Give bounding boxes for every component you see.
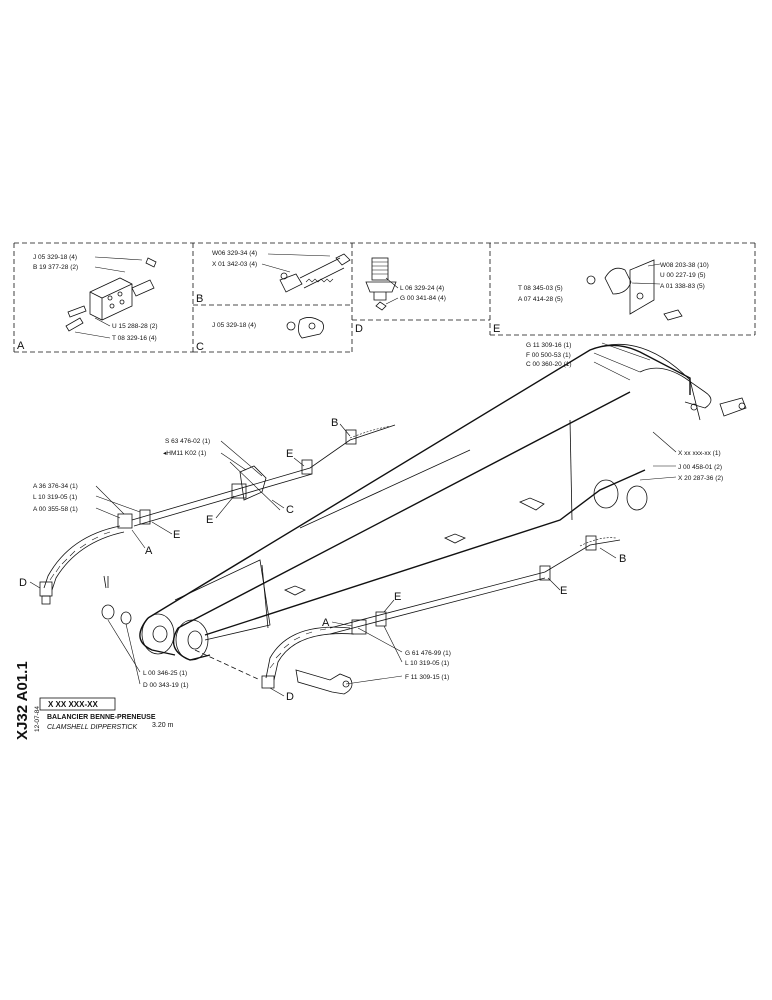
inset-e: W08 203-38 (10) U 00 227-19 (5) A 01 338… — [493, 259, 709, 335]
inset-e-label-2: U 00 227-19 (5) — [660, 272, 706, 279]
letter-e-low: E — [394, 591, 401, 603]
callout-l10-left: L 10 319-05 (1) — [33, 494, 77, 501]
inset-a-label-3: U 15 288-28 (2) — [112, 323, 158, 330]
doc-code: XJ32 A01.1 — [14, 661, 31, 740]
callout-d00: D 00 343-19 (1) — [143, 682, 189, 689]
letter-b-top: B — [331, 417, 338, 429]
inset-e-label-3: A 01 338-83 (5) — [660, 283, 705, 290]
inset-e-label-5: A 07 414-28 (5) — [518, 296, 563, 303]
inset-e-label-1: W08 203-38 (10) — [660, 262, 709, 269]
inset-a-letter: A — [17, 340, 25, 352]
letter-c-mid: C — [286, 504, 294, 516]
arm-size: 3.20 m — [152, 722, 174, 729]
callout-hm11-text: HM11 K02 (1) — [166, 450, 206, 457]
inset-b-label-1: W06 329-34 (4) — [212, 250, 257, 257]
inset-d-label-1: L 06 329-24 (4) — [400, 285, 444, 292]
callout-hm11: ◂HM11 K02 (1) — [163, 450, 206, 457]
inset-a-label-2: B 19 377-28 (2) — [33, 264, 78, 271]
inset-d-label-2: G 00 341-84 (4) — [400, 295, 446, 302]
callout-j00: J 00 458-01 (2) — [678, 464, 722, 471]
diagram-letters: B E C E E A D B E E A D — [19, 417, 626, 703]
title-fr: BALANCIER BENNE-PRENEUSE — [47, 714, 156, 721]
title-block: XJ32 A01.1 12-07-84 X XX XXX-XX BALANCIE… — [14, 661, 174, 740]
callouts-mid-left: S 63 476-02 (1) ◂HM11 K02 (1) — [163, 438, 210, 457]
inset-a-label-1: J 05 329-18 (4) — [33, 254, 77, 261]
inset-a-label-4: T 08 329-16 (4) — [112, 335, 157, 342]
bracket-drawing — [586, 259, 683, 321]
inset-c-letter: C — [196, 341, 204, 353]
inset-d-letter: D — [355, 323, 363, 335]
callout-s63: S 63 476-02 (1) — [165, 438, 210, 445]
callout-g11: G 11 309-16 (1) — [526, 342, 571, 349]
inset-b-label-2: X 01 342-03 (4) — [212, 261, 257, 268]
callout-g61: G 61 476-99 (1) — [405, 650, 451, 657]
letter-e-leftb: E — [173, 529, 180, 541]
arrow-left-icon: ◂ — [163, 450, 167, 457]
callout-x20: X 20 287-36 (2) — [678, 475, 723, 482]
letter-a-left: A — [145, 545, 153, 557]
inset-e-letter: E — [493, 323, 500, 335]
callouts-left: A 36 376-34 (1) L 10 319-05 (1) A 00 355… — [33, 483, 78, 513]
letter-e-right: E — [560, 585, 567, 597]
callouts-right: X xx xxx-xx (1) J 00 458-01 (2) X 20 287… — [678, 450, 723, 482]
callouts-top-right: G 11 309-16 (1) F 00 500-53 (1) C 00 360… — [526, 342, 572, 368]
callouts-lower-left: L 00 346-25 (1) D 00 343-19 (1) — [143, 670, 189, 689]
callout-f11: F 11 309-15 (1) — [405, 674, 449, 681]
hose-end-drawing — [365, 257, 399, 311]
inset-a: J 05 329-18 (4) B 19 377-28 (2) U 15 288… — [17, 254, 158, 352]
letter-d-left: D — [19, 577, 27, 589]
inset-e-label-4: T 08 345-03 (5) — [518, 285, 563, 292]
leader-lines — [95, 342, 677, 685]
valve-block-drawing — [65, 256, 157, 339]
hose-fitting-drawing — [261, 253, 351, 293]
callout-l00: L 00 346-25 (1) — [143, 670, 187, 677]
doc-date: 12-07-84 — [34, 706, 41, 732]
callout-l10-low: L 10 319-05 (1) — [405, 660, 449, 667]
callout-a00: A 00 355-58 (1) — [33, 506, 78, 513]
letter-d-low: D — [286, 691, 294, 703]
callouts-lower-mid: G 61 476-99 (1) L 10 319-05 (1) F 11 309… — [405, 650, 451, 681]
callout-f00: F 00 500-53 (1) — [526, 352, 571, 359]
callout-c00: C 00 360-20 (1) — [526, 361, 572, 368]
letter-a-low: A — [322, 617, 330, 629]
inset-b-letter: B — [196, 293, 203, 305]
letter-b-right: B — [619, 553, 626, 565]
inset-c-label-1: J 05 329-18 (4) — [212, 322, 256, 329]
title-en: CLAMSHELL DIPPERSTICK — [47, 724, 137, 731]
inset-d: L 06 329-24 (4) G 00 341-84 (4) D — [355, 257, 446, 335]
hose-lines — [39, 424, 621, 695]
inset-frames — [13, 242, 756, 353]
inset-c: J 05 329-18 (4) C — [196, 317, 324, 353]
callout-xxx: X xx xxx-xx (1) — [678, 450, 721, 457]
dipperstick-arm — [139, 343, 747, 681]
letter-e-top: E — [286, 448, 293, 460]
callout-a36: A 36 376-34 (1) — [33, 483, 78, 490]
part-number: X XX XXX-XX — [48, 700, 98, 709]
inset-b: W06 329-34 (4) X 01 342-03 (4) B — [196, 250, 351, 305]
letter-e-left: E — [206, 514, 213, 526]
clamp-drawing — [286, 317, 324, 339]
